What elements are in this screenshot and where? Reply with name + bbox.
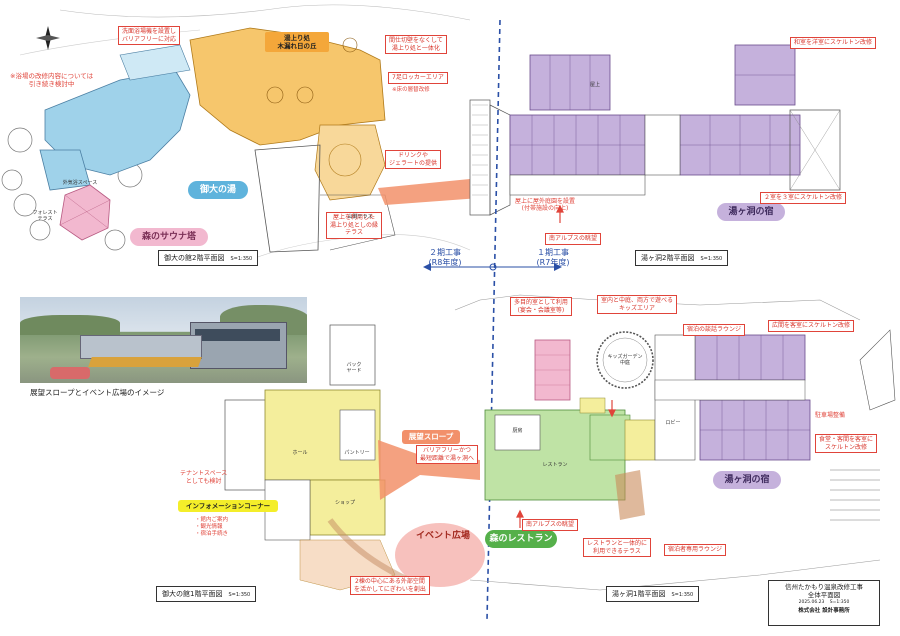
title-yugahora-1f-scale: S=1:350 (671, 592, 694, 598)
title-yugahora-1f: 湯ヶ洞1階平面図 S=1:350 (606, 586, 700, 602)
overall-title-date: 2025.06.23 (798, 600, 825, 605)
overall-title-line2: 全体平面図 (807, 591, 841, 599)
phase2-year: (R8年度) (428, 258, 462, 267)
title-mioya-2f-text: 御大の館2階平面図 (164, 254, 225, 262)
zone-event-plaza: イベント広場 (416, 531, 471, 541)
label-kitchen: 厨房 (512, 428, 523, 434)
phase1-title: １期工事 (537, 248, 569, 257)
note-alps-view-bottom: 南アルプスの眺望 (522, 519, 578, 531)
note-kids-area: 室内と中庭、両方で遊べる キッズエリア (597, 295, 678, 314)
zone-sauna: 森のサウナ塔 (130, 228, 208, 246)
title-yugahora-2f-text: 湯ヶ洞2階平面図 (641, 254, 695, 262)
tree-outlines (1, 127, 143, 251)
note-drink: ドリンクや ジェラートの提供 (385, 150, 442, 169)
note-skeleton-1f-lower: 食堂・客間を客室に スケルトン改修 (815, 434, 878, 453)
north-arrow-icon (35, 25, 61, 51)
phase1-label: １期工事 (R7年度) (528, 248, 578, 268)
label-forest-terrace: フォレスト テラス (32, 210, 58, 222)
slope-1f (378, 440, 480, 500)
note-tenant: テナントスペース としても検討 (180, 470, 228, 485)
title-mioya-2f: 御大の館2階平面図 S=1:350 (158, 250, 259, 266)
note-info-list: ・館内ご案内 ・観光情報 ・宿泊手続き (195, 517, 229, 537)
label-restaurant-room: レストラン (542, 462, 568, 468)
overall-title-scale: S=1:350 (829, 600, 850, 605)
zone-yugahora-inn-2f: 湯ヶ洞の宿 (717, 203, 785, 221)
note-floor-renovation: ※床の層替改修 (392, 87, 430, 93)
slope-bridge-2f (378, 178, 480, 205)
label-kids-garden: キッズガーデン 中庭 (607, 354, 643, 366)
phase-divider (486, 19, 501, 621)
overall-title-line1: 信州たかもり温泉改修工事 (785, 583, 863, 591)
phase2-label: ２期工事 (R8年度) (420, 248, 470, 268)
note-partition: 間仕切壁をなくして 湯上り処と一体化 (385, 35, 447, 54)
photo-caption: 展望スロープとイベント広場のイメージ (30, 388, 165, 397)
note-staff-housing: 宿泊者専用ラウンジ (664, 544, 727, 556)
note-barrier-free-slope: バリアフリーかつ 最短距離で湯ヶ洞へ (416, 445, 479, 464)
note-alps-view-top: 南アルプスの眺望 (545, 233, 601, 245)
label-lobby: ロビー (665, 420, 681, 426)
inn-rooms-1f-top (694, 334, 806, 381)
note-event-desc: 2棟の中心にある外部空間 を活かしてにぎわいを創出 (350, 576, 430, 595)
title-mioya-1f-text: 御大の館1階平面図 (162, 590, 223, 598)
note-barrier-free: 洗面浴場機を設置し バリアフリーに対応 (118, 26, 181, 45)
zone-oyu: 御大の湯 (188, 181, 248, 199)
label-hall: ホール (292, 450, 308, 456)
restaurant-terrace (615, 470, 645, 520)
note-skeleton-1f: 広間を客室にスケルトン改修 (768, 320, 855, 332)
zone-restaurant: 森のレストラン (485, 530, 557, 548)
title-mioya-1f-scale: S=1:350 (228, 592, 251, 598)
title-yugahora-1f-text: 湯ヶ洞1階平面図 (612, 590, 666, 598)
note-skeleton-2f-top: 和室を洋室にスケルトン改修 (790, 37, 877, 49)
note-roof-terrace: 屋上を利用した 湯上り処としの縁 テラス (326, 212, 383, 239)
note-restaurant-terrace: レストランと一体的に 利用できるテラス (583, 538, 652, 557)
label-shop: ショップ (334, 500, 355, 506)
note-skeleton-2f-right: ２室を３室にスケルトン改修 (760, 192, 847, 204)
zone-yuagari: 湯上り処 木漏れ日の丘 (265, 32, 329, 52)
zone-observation-slope: 展望スロープ (402, 430, 460, 444)
label-mountain-terrace: 山側テラス (347, 214, 373, 220)
title-mioya-1f: 御大の館1階平面図 S=1:350 (156, 586, 257, 602)
slope-plaza-image (20, 297, 307, 383)
note-guest-lounge: 宿泊の談話ラウンジ (683, 324, 746, 336)
note-roof-garden: 屋上に屋外庭園を設置 (付帯施設の向上) (515, 198, 576, 212)
label-back-yard: バック ヤード (346, 362, 362, 374)
label-pantry: パントリー (344, 450, 370, 456)
zone-yugahora-inn-1f: 湯ヶ洞の宿 (713, 471, 781, 489)
title-yugahora-2f: 湯ヶ洞2階平面図 S=1:350 (635, 250, 729, 266)
note-multipurpose: 多目的室として利用 (宴会・会議室等) (510, 297, 572, 316)
phase1-year: (R7年度) (536, 258, 570, 267)
overall-title-block: 信州たかもり温泉改修工事 全体平面図 2025.06.23 S=1:350 株式… (768, 580, 880, 626)
title-mioya-2f-scale: S=1:350 (230, 256, 253, 262)
overall-title-firm: 株式会社 設計事務所 (798, 608, 850, 614)
note-locker: 7足ロッカーエリア (388, 72, 448, 84)
event-plaza (395, 523, 485, 587)
shop-area (309, 479, 386, 536)
label-rest-zone: 外気浴スペース (62, 180, 98, 186)
note-staff-room: 駐車場整備 (815, 412, 846, 419)
phase2-title: ２期工事 (429, 248, 461, 257)
title-yugahora-2f-scale: S=1:350 (700, 256, 723, 262)
note-bath-renovation: ※浴場の改修内容については 引き続き検討中 (10, 72, 94, 88)
label-roof-top: 屋上 (589, 82, 600, 88)
zone-info-corner: インフォメーションコーナー (178, 500, 278, 512)
